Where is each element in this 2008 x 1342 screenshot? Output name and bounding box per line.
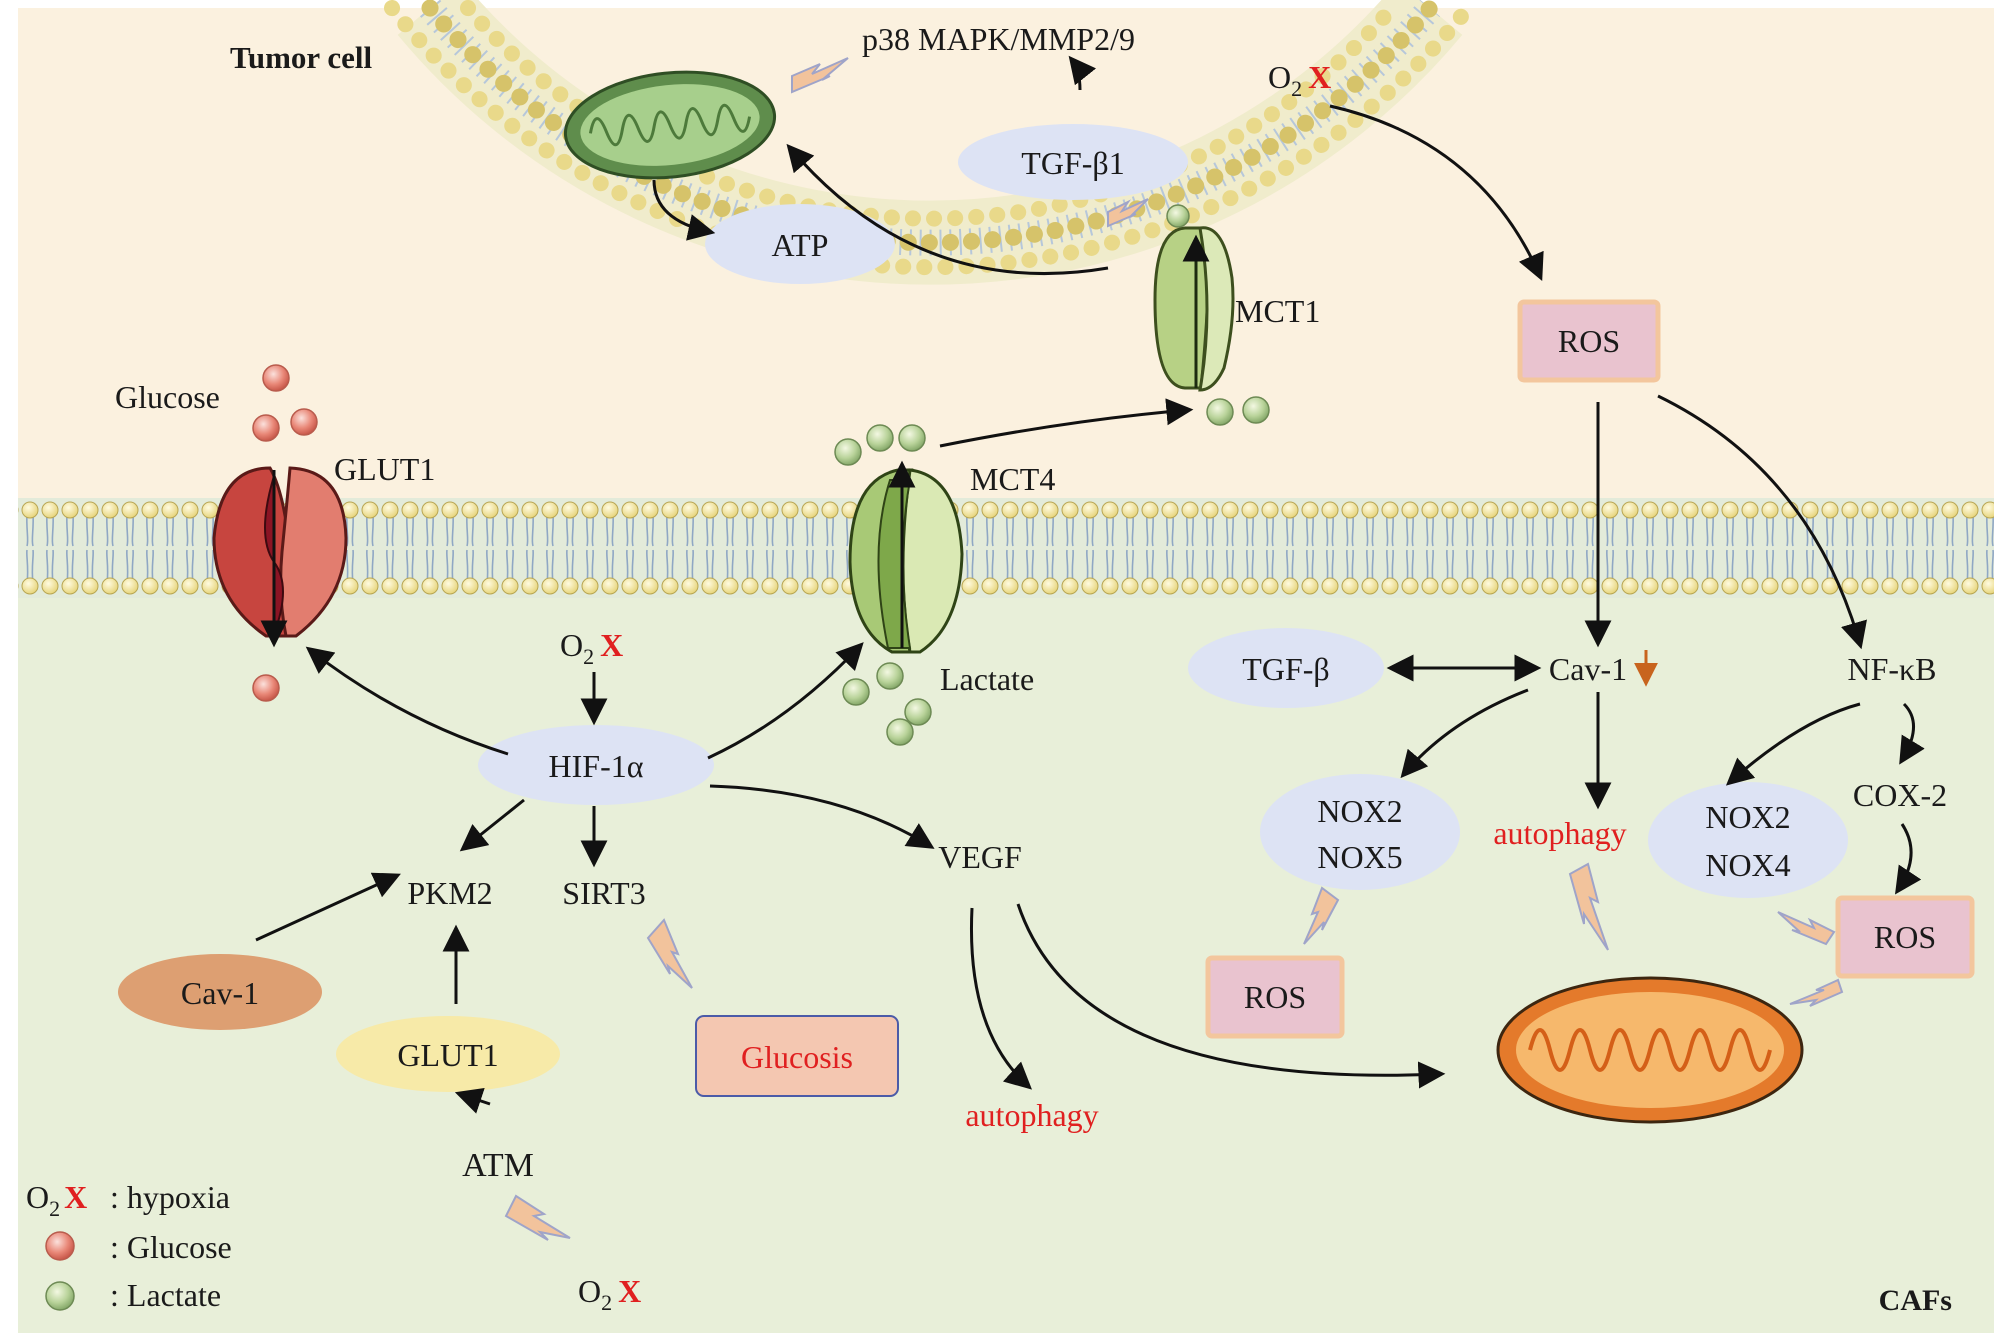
nox2-label-a: NOX2 <box>1317 793 1402 829</box>
glut1-label-lower: GLUT1 <box>397 1037 498 1073</box>
autophagy-label-vegf: autophagy <box>965 1097 1098 1133</box>
pathway-arrows <box>255 55 1925 1114</box>
hif1a-label: HIF-1α <box>549 748 644 784</box>
mct1-label: MCT1 <box>1235 293 1320 329</box>
cav1-label-left: Cav-1 <box>181 975 259 1011</box>
ros-label-top: ROS <box>1558 323 1620 359</box>
nfkb-label: NF-κB <box>1847 651 1936 687</box>
cox2-label: COX-2 <box>1853 777 1947 813</box>
legend-glucose-icon <box>45 1231 75 1261</box>
signal-bolt-icon <box>1303 886 1340 945</box>
signal-bolt-icon <box>1777 911 1836 946</box>
atp-label: ATP <box>772 227 829 263</box>
cav1-label-right: Cav-1 <box>1549 651 1627 687</box>
signal-bolt-icon <box>1107 198 1149 228</box>
svg-text:O2X: O2X <box>1268 59 1331 101</box>
cav1-node-left <box>118 954 322 1030</box>
pkm2-label: PKM2 <box>407 875 492 911</box>
tgfb-label: TGF-β <box>1242 651 1329 687</box>
p38-mapk-label: p38 MAPK/MMP2/9 <box>862 21 1135 57</box>
mct4-label: MCT4 <box>970 461 1055 497</box>
tgfb1-node <box>958 124 1188 200</box>
glut1-label-membrane: GLUT1 <box>334 451 435 487</box>
ros-box-left <box>1205 955 1345 1039</box>
lactate-molecules-mct1 <box>1166 204 1270 426</box>
legend-glucose-text: : Glucose <box>110 1229 232 1265</box>
signal-bolt-icon <box>504 1194 571 1241</box>
tgfb1-label: TGF-β1 <box>1021 145 1124 181</box>
mct1-transporter-icon <box>1153 226 1235 392</box>
mct4-transporter-icon <box>848 460 964 654</box>
ros-label-right: ROS <box>1874 919 1936 955</box>
tumor-cell-label: Tumor cell <box>230 40 372 75</box>
signal-bolt-icon <box>646 918 693 989</box>
signal-bolt-icon <box>1789 978 1844 1007</box>
autophagy-label-cav1: autophagy <box>1493 815 1626 851</box>
lactate-label: Lactate <box>940 661 1034 697</box>
glut1-transporter-icon <box>212 466 348 648</box>
vegf-label: VEGF <box>938 839 1022 875</box>
signal-bolt-icon <box>1568 862 1609 951</box>
nox4-label: NOX4 <box>1705 847 1790 883</box>
hif1a-node <box>478 725 714 805</box>
nox5-label: NOX5 <box>1317 839 1402 875</box>
svg-text:O2X: O2X <box>578 1273 641 1315</box>
legend-lactate-icon <box>45 1281 75 1311</box>
nox2-label-b: NOX2 <box>1705 799 1790 835</box>
glucosis-label: Glucosis <box>741 1039 853 1075</box>
ros-label-left: ROS <box>1244 979 1306 1015</box>
caf-mitochondrion <box>1496 976 1804 1124</box>
tumor-mitochondrion <box>563 70 777 180</box>
ros-box-right <box>1835 895 1975 979</box>
nox2-nox5-node <box>1260 774 1460 890</box>
signal-bolt-icon <box>791 57 849 94</box>
legend-hypoxia-text: : hypoxia <box>110 1179 230 1215</box>
glucose-molecules-outside <box>252 364 318 702</box>
tgfb-node <box>1188 628 1384 708</box>
legend-lactate-text: : Lactate <box>110 1277 221 1313</box>
caf-region <box>18 543 1994 1333</box>
atp-node <box>705 204 895 284</box>
glucosis-box <box>695 1015 899 1097</box>
lactate-molecules-mct4 <box>834 424 932 746</box>
caf-cell-membrane <box>18 500 1994 596</box>
svg-text:O2X: O2X <box>560 627 623 669</box>
nox2-nox4-node <box>1648 782 1848 898</box>
sirt3-label: SIRT3 <box>562 875 645 911</box>
glut1-node-lower <box>336 1016 560 1092</box>
cafs-label: CAFs <box>1879 1284 1952 1317</box>
atm-label: ATM <box>462 1147 534 1184</box>
ros-box-top <box>1517 299 1661 383</box>
glucose-label: Glucose <box>115 379 220 415</box>
